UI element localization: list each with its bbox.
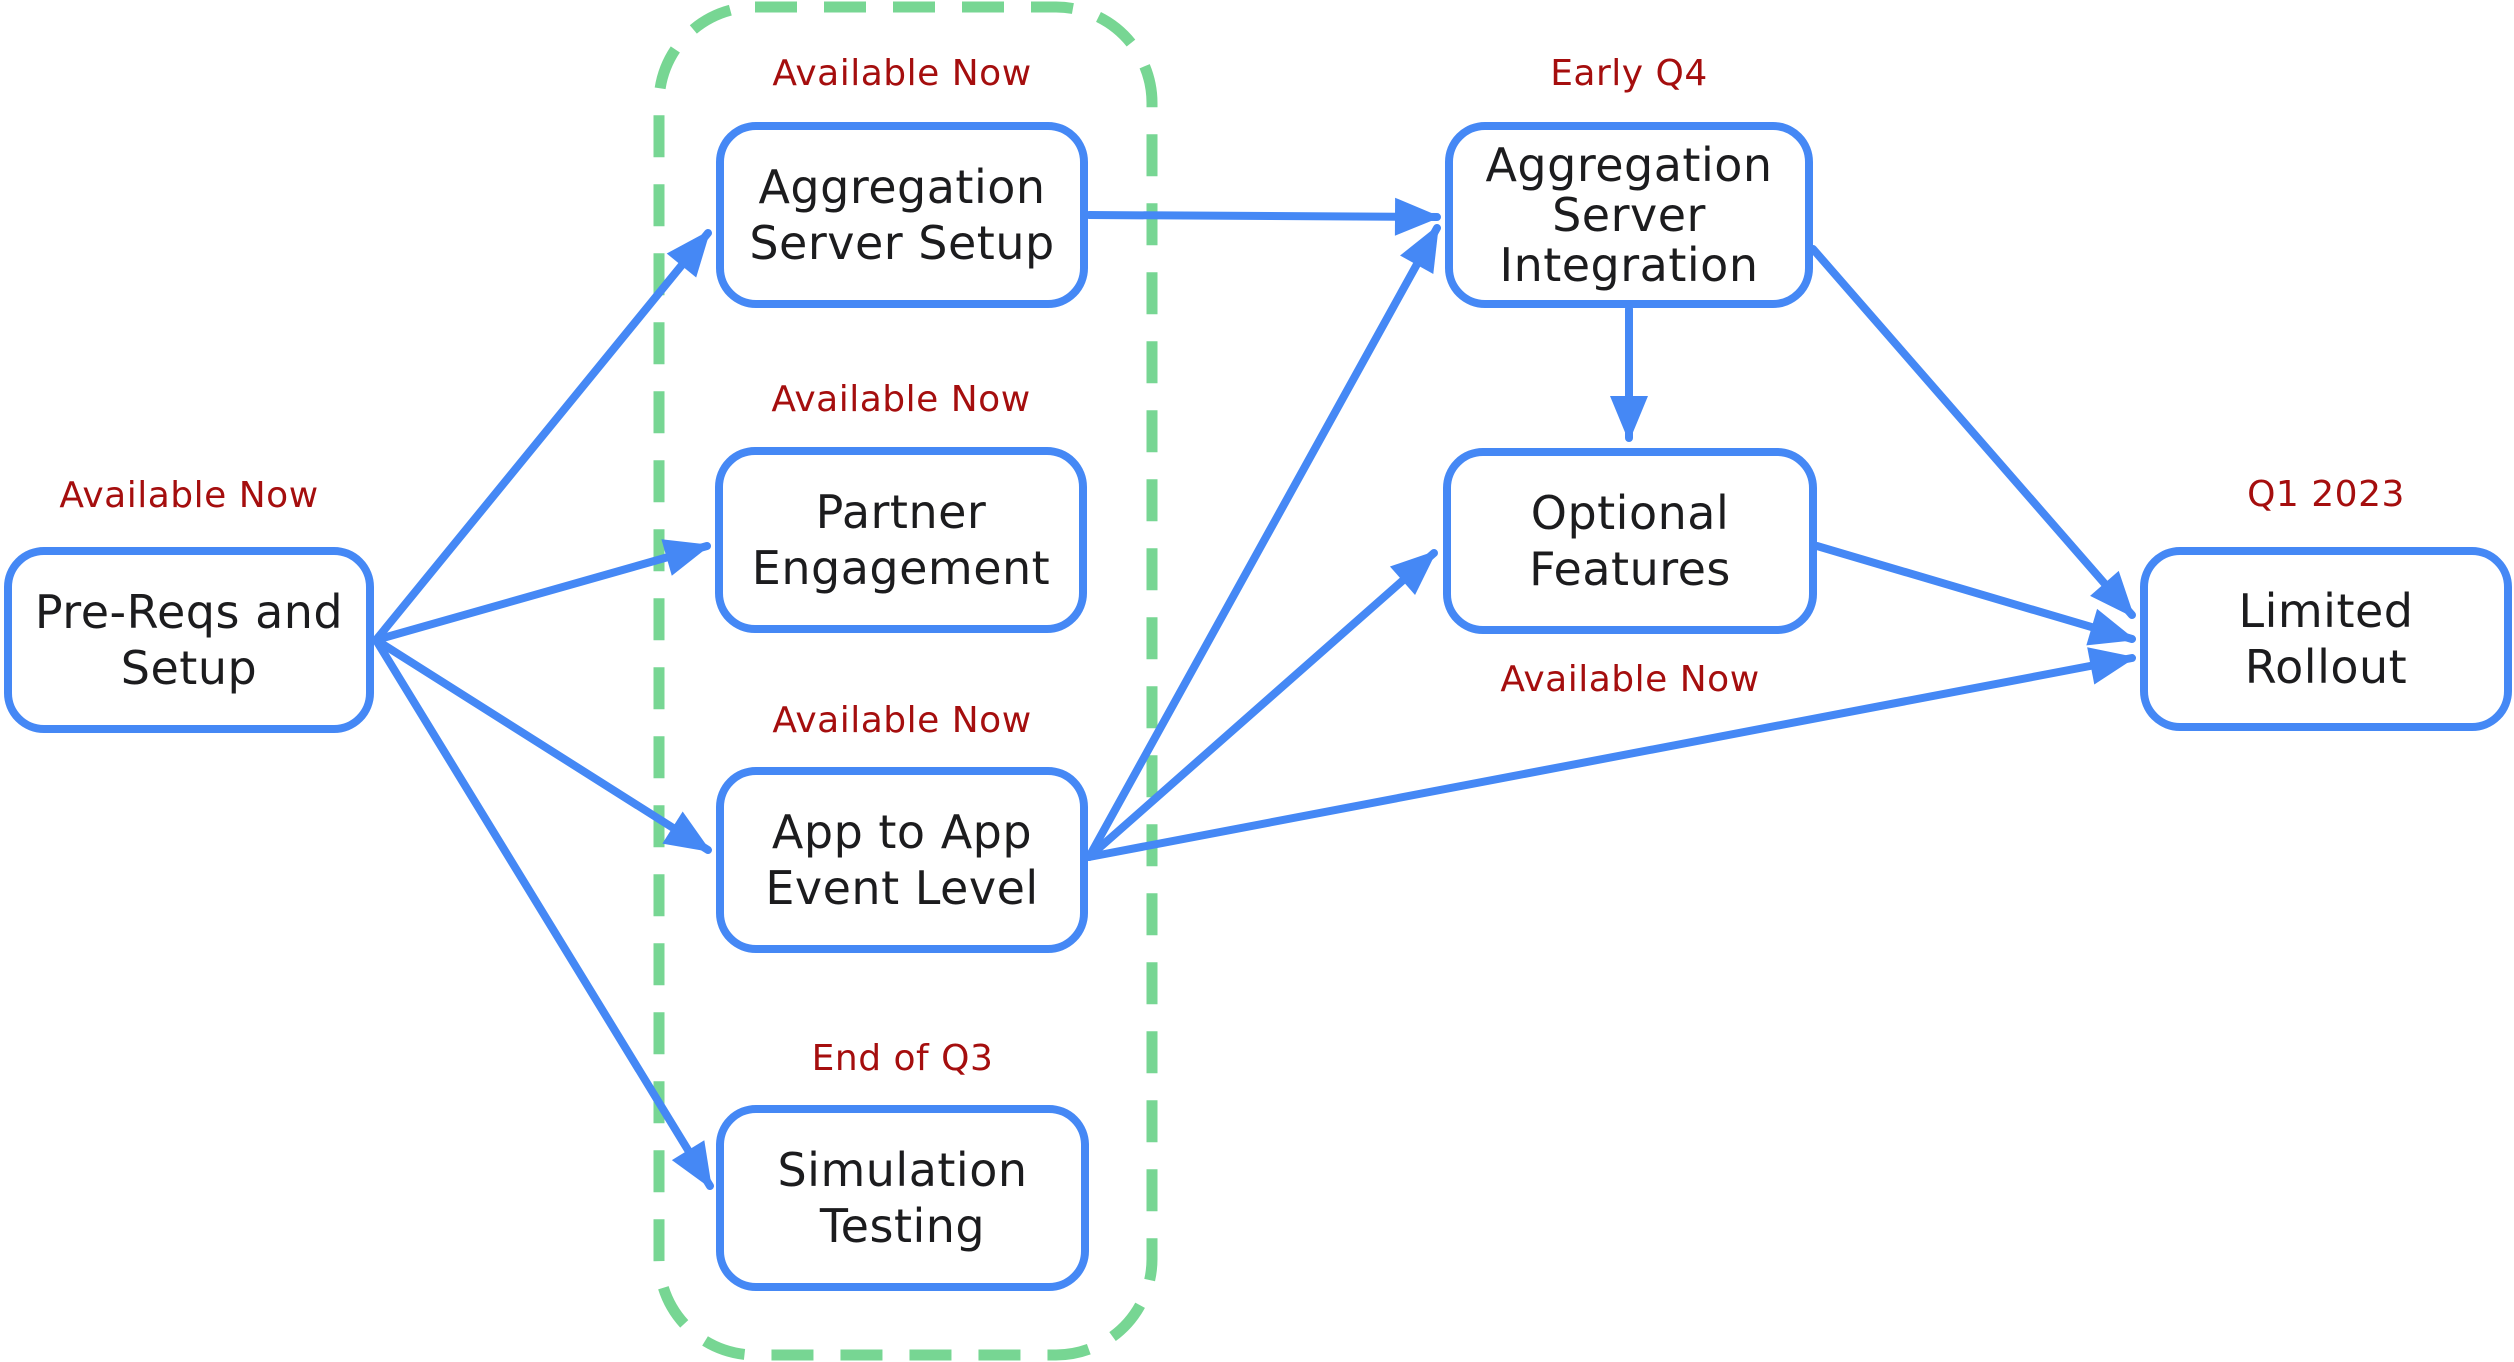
node-aggregation-server-setup: Aggregation Server Setup [716, 122, 1088, 308]
edge-prereqs-to-simulation [372, 636, 714, 1190]
edge-optional-to-rollout [1813, 542, 2136, 646]
node-pre-reqs-and-setup: Pre-Reqs and Setup [4, 547, 374, 733]
status-label-limited-rollout: Q1 2023 [2247, 474, 2405, 515]
edge-aggsetup-to-aggintegration [1085, 197, 1441, 236]
status-label-optional-features: Available Now [1500, 659, 1760, 700]
node-app-to-app-event-level: App to App Event Level [716, 767, 1088, 953]
node-optional-features: Optional Features [1443, 448, 1817, 634]
edge-apptoapp-to-rollout [1085, 647, 2136, 861]
edge-prereqs-to-partner [372, 539, 711, 644]
node-partner-engagement: Partner Engagement [715, 447, 1087, 633]
status-label-aggregation-server-integration: Early Q4 [1550, 53, 1708, 94]
edge-prereqs-to-apptoapp [372, 636, 712, 854]
edge-apptoapp-to-aggintegration [1085, 224, 1441, 861]
status-label-pre-reqs-and-setup: Available Now [59, 475, 319, 516]
group-outline-available-now [653, 1, 1158, 1361]
status-label-simulation-testing: End of Q3 [811, 1038, 994, 1079]
edge-prereqs-to-aggsetup [372, 229, 712, 644]
node-aggregation-server-integration: Aggregation Server Integration [1445, 122, 1813, 308]
status-label-app-to-app-event-level: Available Now [772, 700, 1032, 741]
node-simulation-testing: Simulation Testing [716, 1105, 1089, 1291]
status-label-partner-engagement: Available Now [771, 379, 1031, 420]
edge-apptoapp-to-optional [1085, 549, 1438, 861]
edge-aggintegration-to-rollout [1809, 245, 2136, 619]
node-limited-rollout: Limited Rollout [2140, 547, 2512, 731]
status-label-aggregation-server-setup: Available Now [772, 53, 1032, 94]
